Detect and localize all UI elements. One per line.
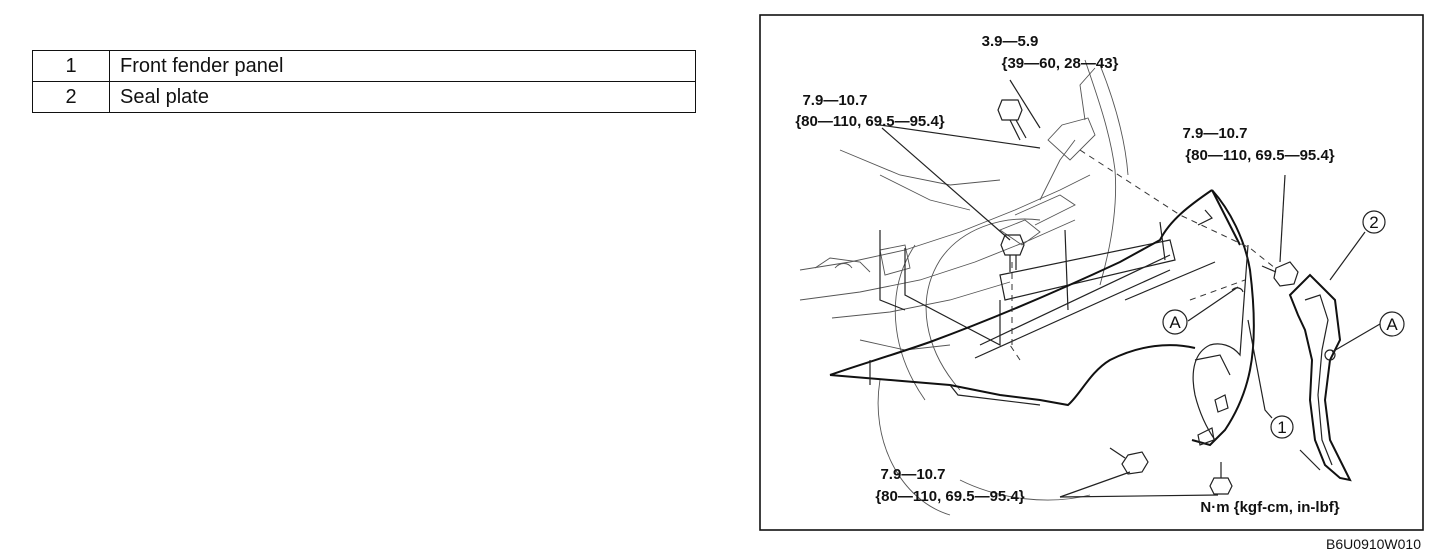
parts-legend-table: 1 Front fender panel 2 Seal plate <box>32 50 696 113</box>
inner-mounting-rail <box>879 209 1213 359</box>
callout-part-2: 2 <box>1362 210 1386 234</box>
torque-label-top-line2: {39—60, 28—43} <box>1002 55 1119 72</box>
callout-label: 2 <box>1369 213 1378 232</box>
callout-a-right: A <box>1379 311 1405 337</box>
bolt-top <box>997 99 1027 141</box>
front-fender-panel <box>829 189 1255 447</box>
vehicle-body-structure <box>799 59 1129 516</box>
callout-label: A <box>1386 315 1398 334</box>
callout-a-left: A <box>1162 309 1188 335</box>
torque-label-right-line2: {80—110, 69.5—95.4} <box>1185 147 1334 164</box>
bolt-bottom <box>1209 462 1233 495</box>
leader-lines <box>879 79 1381 498</box>
seal-plate <box>1288 273 1352 482</box>
legend-part-name: Seal plate <box>109 81 696 113</box>
torque-label-left-line2: {80—110, 69.5—95.4} <box>795 113 944 130</box>
bolt-middle <box>1000 234 1025 272</box>
bolt-right <box>1261 261 1299 287</box>
torque-label-left-line1: 7.9—10.7 <box>802 92 867 109</box>
figure-frame <box>759 14 1424 531</box>
callout-label: 1 <box>1277 418 1286 437</box>
alignment-lines <box>1009 149 1276 361</box>
figure-code: B6U0910W010 <box>1326 536 1421 552</box>
torque-label-bottom-line2: {80—110, 69.5—95.4} <box>875 488 1024 505</box>
torque-label-top-line1: 3.9—5.9 <box>982 33 1039 50</box>
callout-label: A <box>1169 313 1181 332</box>
callout-part-1: 1 <box>1270 415 1294 439</box>
unit-label: N·m {kgf-cm, in-lbf} <box>1200 499 1339 516</box>
legend-row: 2 Seal plate <box>32 81 696 113</box>
torque-label-bottom-line1: 7.9—10.7 <box>880 466 945 483</box>
torque-label-right-line1: 7.9—10.7 <box>1182 125 1247 142</box>
bolt-lower-left <box>1109 447 1149 475</box>
